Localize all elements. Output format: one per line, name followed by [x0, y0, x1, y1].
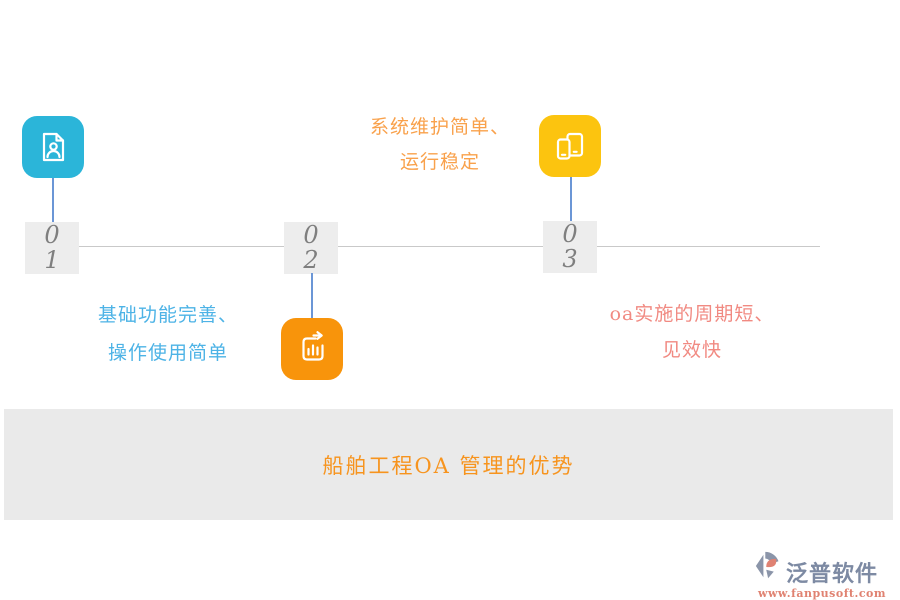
- step1-digit-top: 0: [44, 221, 60, 249]
- connector-line: [52, 178, 54, 222]
- step1-digit-bottom: 1: [44, 246, 60, 274]
- step1-label-line2: 操作使用简单: [107, 342, 228, 364]
- step3-label: oa实施的周期短、 见效快: [582, 296, 802, 368]
- step3-digit-top: 0: [562, 220, 578, 248]
- connector-line: [570, 177, 572, 222]
- step3-digit-bottom: 3: [562, 245, 578, 273]
- brand-url: www.fanpusoft.com: [757, 587, 887, 600]
- step2-number-badge: 0 2: [284, 222, 338, 274]
- step1-label-line1: 基础功能完善、: [97, 304, 238, 326]
- step2-digit-bottom: 2: [303, 246, 319, 274]
- banner: 船舶工程OA 管理的优势: [4, 409, 893, 520]
- bar-chart-export-icon: [281, 318, 343, 380]
- user-document-icon: [22, 116, 84, 178]
- step3-number-badge: 0 3: [543, 221, 597, 273]
- fanpu-logo-icon: [754, 549, 786, 587]
- brand-name: 泛普软件: [786, 561, 879, 587]
- banner-title: 船舶工程OA 管理的优势: [322, 453, 575, 478]
- step3-label-line1: oa实施的周期短、: [609, 303, 775, 325]
- timeline-line: [79, 246, 820, 247]
- step1-label: 基础功能完善、 操作使用简单: [58, 296, 278, 372]
- devices-icon: [539, 115, 601, 177]
- step3-label-line2: 见效快: [661, 339, 722, 361]
- step2-label-line1: 系统维护简单、: [369, 116, 510, 138]
- step1-number-badge: 0 1: [25, 222, 79, 274]
- step2-label-line2: 运行稳定: [399, 151, 480, 173]
- connector-line: [311, 273, 313, 318]
- brand-watermark: 泛普软件 www.fanpusoft.com: [754, 549, 890, 600]
- step2-label: 系统维护简单、 运行稳定: [330, 110, 550, 180]
- step2-digit-top: 0: [303, 221, 319, 249]
